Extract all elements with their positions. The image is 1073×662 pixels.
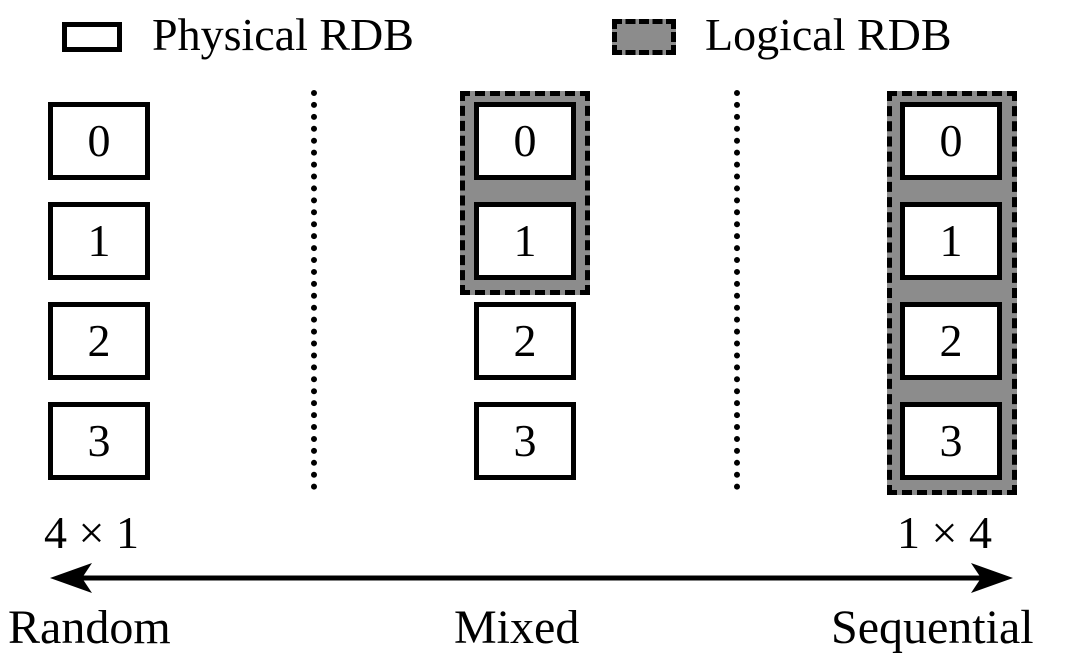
physical-rdb: 2	[900, 302, 1002, 380]
physical-rdb: 2	[48, 302, 150, 380]
arrow-head-right	[971, 563, 1013, 593]
physical-rdb: 1	[48, 202, 150, 280]
legend-logical-label: Logical RDB	[705, 9, 952, 60]
axis-label-mixed: Mixed	[454, 601, 580, 654]
physical-rdb: 2	[474, 302, 576, 380]
physical-rdb: 0	[900, 102, 1002, 180]
physical-rdb: 3	[900, 402, 1002, 480]
separator-dotted-line	[311, 90, 317, 490]
arrow-head-left	[50, 563, 92, 593]
physical-rdb: 0	[48, 102, 150, 180]
ratio-label-sequential: 1 × 4	[897, 507, 992, 558]
physical-rdb: 1	[474, 202, 576, 280]
physical-rdb: 3	[474, 402, 576, 480]
legend-physical-label: Physical RDB	[152, 9, 414, 60]
legend-physical-swatch	[62, 22, 122, 52]
physical-rdb: 3	[48, 402, 150, 480]
legend-logical-swatch	[612, 19, 676, 55]
separator-dotted-line	[734, 90, 740, 490]
axis-label-random: Random	[8, 601, 171, 654]
ratio-label-random: 4 × 1	[44, 507, 139, 558]
axis-label-sequential: Sequential	[831, 601, 1034, 654]
physical-rdb: 1	[900, 202, 1002, 280]
physical-rdb: 0	[474, 102, 576, 180]
